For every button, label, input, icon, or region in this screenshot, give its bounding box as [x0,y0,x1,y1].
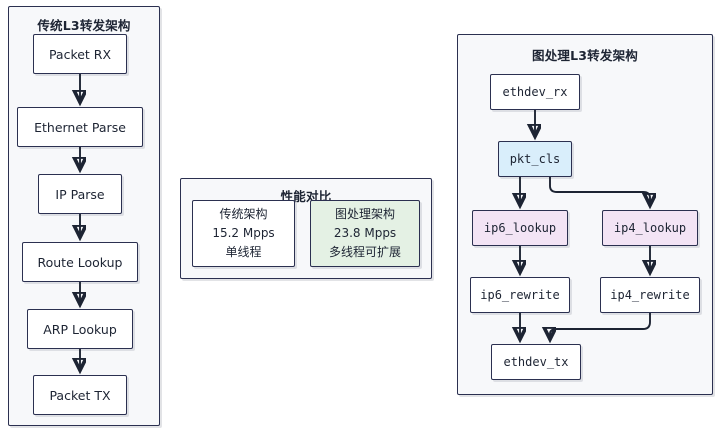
node-ip-parse[interactable]: IP Parse [38,174,122,214]
stat-throughput: 23.8 Mpps [333,226,397,240]
node-ip6-rewrite[interactable]: ip6_rewrite [470,277,570,313]
node-route-lookup[interactable]: Route Lookup [22,242,138,282]
node-ethernet-parse[interactable]: Ethernet Parse [17,107,143,147]
stat-threading: 单线程 [225,245,262,259]
node-pkt-cls[interactable]: pkt_cls [498,141,572,177]
node-label: ARP Lookup [43,321,117,337]
node-label: Ethernet Parse [34,119,126,135]
node-ip4-rewrite[interactable]: ip4_rewrite [600,277,700,313]
node-label: ip4_lookup [613,221,687,235]
node-label: ip6_lookup [483,221,557,235]
stat-card-traditional[interactable]: 传统架构 15.2 Mpps 单线程 [192,200,295,267]
node-ethdev-rx[interactable]: ethdev_rx [490,74,580,110]
node-arp-lookup[interactable]: ARP Lookup [27,309,133,349]
stat-architecture-name: 图处理架构 [334,207,395,221]
node-label: Packet TX [49,387,111,403]
node-label: ethdev_tx [503,355,569,369]
left-panel-container: 传统L3转发架构 [8,6,160,426]
node-label: IP Parse [55,186,105,202]
node-ethdev-tx[interactable]: ethdev_tx [491,344,581,380]
stat-card-graph[interactable]: 图处理架构 23.8 Mpps 多线程可扩展 [310,200,420,267]
left-panel-title: 传统L3转发架构 [37,18,131,33]
node-label: ethdev_rx [502,85,568,99]
stat-architecture-name: 传统架构 [219,207,268,221]
node-ip6-lookup[interactable]: ip6_lookup [472,210,568,246]
node-label: Packet RX [48,46,112,62]
node-label: Route Lookup [37,254,123,270]
stat-throughput: 15.2 Mpps [212,226,275,240]
node-packet-tx[interactable]: Packet TX [33,375,127,415]
node-label: pkt_cls [509,152,561,166]
node-label: ip4_rewrite [610,288,690,302]
stat-threading: 多线程可扩展 [328,245,401,259]
right-panel-title: 图处理L3转发架构 [532,48,638,63]
node-ip4-lookup[interactable]: ip4_lookup [602,210,698,246]
node-label: ip6_rewrite [480,288,560,302]
node-packet-rx[interactable]: Packet RX [33,34,127,74]
